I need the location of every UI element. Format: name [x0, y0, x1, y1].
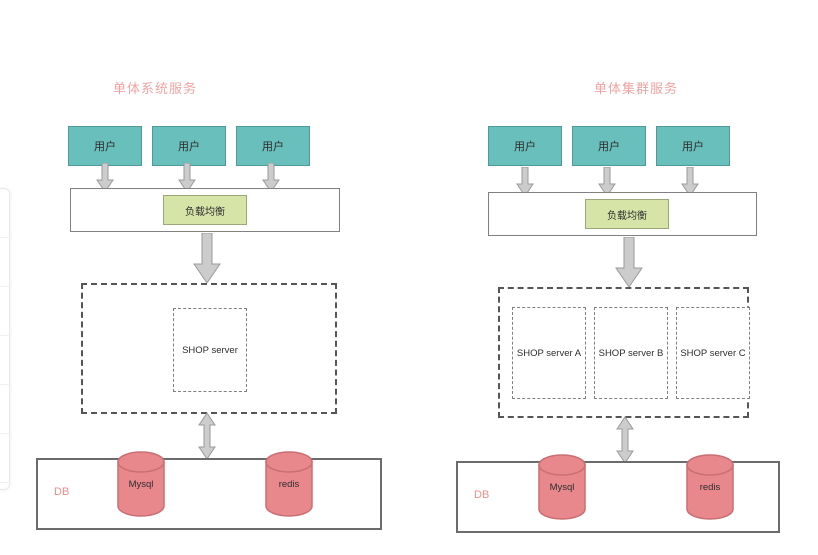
client-row-cluster: 用户 用户 用户 [488, 126, 740, 166]
server-box[interactable]: SHOP server B [594, 307, 668, 399]
server-zone-monolith: SHOP server [81, 283, 337, 414]
database-cylinder-mysql[interactable]: Mysql [115, 451, 167, 517]
database-cylinder-label: redis [278, 479, 300, 490]
client-box[interactable]: 用户 [68, 126, 142, 166]
arrow-lb-to-server-icon [614, 236, 644, 289]
arrow-client-to-lb-icon [681, 167, 699, 197]
arrow-lb-to-server-icon [192, 232, 222, 285]
arrow-client-to-lb-icon [598, 167, 616, 197]
loadbalancer-bar-cluster: 负载均衡 [488, 192, 757, 236]
server-box[interactable]: SHOP server A [512, 307, 586, 399]
database-zone-monolith: DB Mysql redis [36, 451, 382, 530]
database-cylinder-label: Mysql [549, 482, 575, 493]
database-cylinder-mysql[interactable]: Mysql [536, 454, 588, 520]
client-box[interactable]: 用户 [572, 126, 646, 166]
side-panel-row [0, 287, 9, 336]
diagram-cluster: 单体集群服务 用户 用户 用户 负载均衡 SHOP server A SHOP … [418, 0, 818, 555]
side-panel-row [0, 434, 9, 483]
client-row-monolith: 用户 用户 用户 [68, 126, 320, 166]
clipped-side-panel [0, 188, 10, 490]
arrow-client-to-lb-icon [262, 163, 280, 193]
side-panel-row [0, 336, 9, 385]
database-cylinder-label: Mysql [128, 479, 154, 490]
diagram-title-cluster: 单体集群服务 [593, 81, 678, 96]
arrow-client-to-lb-icon [96, 163, 114, 193]
loadbalancer-box[interactable]: 负载均衡 [585, 199, 669, 229]
database-cylinder-label: redis [699, 482, 721, 493]
loadbalancer-box[interactable]: 负载均衡 [163, 195, 247, 225]
database-cylinder-redis[interactable]: redis [684, 454, 736, 520]
server-box[interactable]: SHOP server [173, 308, 247, 392]
database-zone-cluster: DB Mysql redis [456, 454, 780, 533]
loadbalancer-bar-monolith: 负载均衡 [70, 188, 340, 232]
database-zone-label: DB [54, 486, 70, 498]
client-box[interactable]: 用户 [152, 126, 226, 166]
arrow-client-to-lb-icon [516, 167, 534, 197]
server-row: SHOP server A SHOP server B SHOP server … [512, 307, 750, 399]
database-cylinder-redis[interactable]: redis [263, 451, 315, 517]
database-zone-label: DB [474, 489, 490, 501]
arrow-client-to-lb-icon [178, 163, 196, 193]
client-box[interactable]: 用户 [488, 126, 562, 166]
diagram-monolith: 单体系统服务 用户 用户 用户 负载均衡 SHOP server [36, 81, 382, 530]
side-panel-row [0, 189, 9, 238]
side-panel-row [0, 385, 9, 434]
side-panel-row [0, 238, 9, 287]
client-box[interactable]: 用户 [656, 126, 730, 166]
arrow-server-db-bidirectional-icon [196, 412, 218, 460]
server-box[interactable]: SHOP server C [676, 307, 750, 399]
diagram-title-monolith: 单体系统服务 [112, 81, 197, 96]
server-zone-cluster: SHOP server A SHOP server B SHOP server … [498, 287, 750, 418]
arrow-server-db-bidirectional-icon [614, 416, 636, 464]
client-box[interactable]: 用户 [236, 126, 310, 166]
